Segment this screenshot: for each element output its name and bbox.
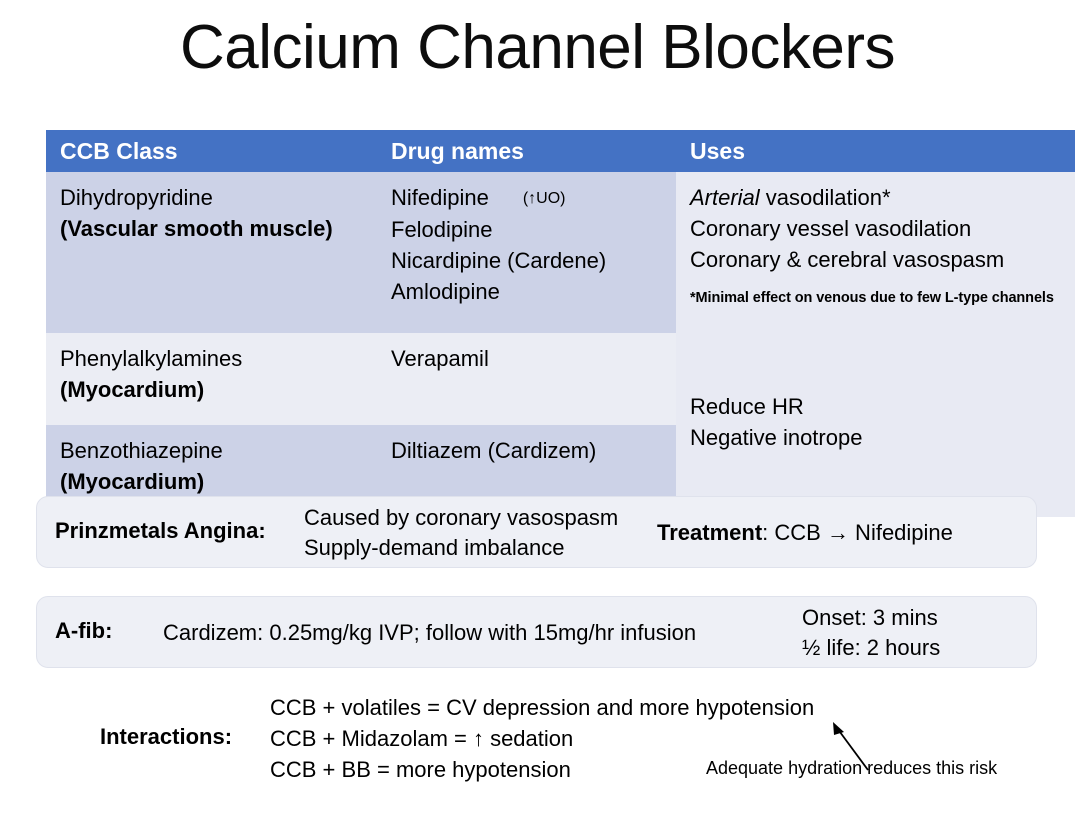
class-site-vascular-smooth-muscle: (Vascular smooth muscle) (60, 216, 333, 241)
drug-note-urine-output: (↑UO) (522, 190, 566, 207)
cell-drugs-phenylalkylamines: Verapamil (377, 333, 676, 425)
interaction-line-midazolam: CCB + Midazolam = ↑ sedation (270, 726, 574, 751)
column-header-uses: Uses (676, 130, 1075, 172)
prinzmetals-treatment-label: Treatment (657, 520, 763, 545)
drug-nicardipine: Nicardipine (Cardene) (391, 248, 607, 273)
drug-verapamil: Verapamil (391, 346, 489, 371)
uses-line-coronary-vessel: Coronary vessel vasodilation (690, 216, 972, 241)
uses-arterial-rest: vasodilation* (759, 185, 891, 210)
prinzmetals-causes: Caused by coronary vasospasm Supply-dema… (304, 503, 618, 563)
table-row: Dihydropyridine (Vascular smooth muscle)… (46, 172, 1075, 333)
hydration-annotation: Adequate hydration reduces this risk (706, 758, 998, 778)
cell-class-phenylalkylamines: Phenylalkylamines (Myocardium) (46, 333, 377, 425)
cell-uses-myocardium-merged: Reduce HR Negative inotrope (676, 333, 1075, 517)
prinzmetals-cause-line-2: Supply-demand imbalance (304, 535, 565, 560)
prinzmetals-angina-box: Prinzmetals Angina: Caused by coronary v… (36, 496, 1037, 568)
class-name-phenylalkylamines: Phenylalkylamines (60, 346, 243, 371)
afib-box: A-fib: Cardizem: 0.25mg/kg IVP; follow w… (36, 596, 1037, 668)
uses-footnote: *Minimal effect on venous due to few L-t… (690, 290, 1054, 306)
prinzmetals-cause-line-1: Caused by coronary vasospasm (304, 505, 619, 530)
interaction-line-volatiles: CCB + volatiles = CV depression and more… (270, 695, 815, 720)
afib-half-life: ½ life: 2 hours (802, 635, 941, 660)
drug-nifedipine: Nifedipine (391, 185, 489, 210)
class-name-benzothiazepine: Benzothiazepine (60, 438, 223, 463)
interaction-line-beta-blocker: CCB + BB = more hypotension (270, 757, 571, 782)
uses-line-reduce-hr: Reduce HR (690, 394, 804, 419)
uses-line-arterial-vasodilation: Arterial vasodilation* (690, 182, 1064, 213)
table-row: Phenylalkylamines (Myocardium) Verapamil… (46, 333, 1075, 517)
afib-dose: Cardizem: 0.25mg/kg IVP; follow with 15m… (163, 620, 697, 645)
uses-line-coronary-cerebral: Coronary & cerebral vasospasm (690, 247, 1005, 272)
table-header-row: CCB Class Drug names Uses (46, 130, 1075, 172)
ccb-table: CCB Class Drug names Uses Dihydropyridin… (46, 130, 1075, 517)
cell-class-dihydropyridine: Dihydropyridine (Vascular smooth muscle) (46, 172, 377, 333)
uses-emphasis-arterial: Arterial (690, 185, 760, 210)
afib-onset: Onset: 3 mins (802, 605, 938, 630)
uses-line-negative-inotrope: Negative inotrope (690, 425, 863, 450)
page-title: Calcium Channel Blockers (179, 13, 896, 82)
afib-label: A-fib: (55, 618, 113, 643)
column-header-drug-names: Drug names (377, 130, 676, 172)
prinzmetals-treatment: Treatment: CCB → Nifedipine (657, 518, 953, 548)
drug-row-nifedipine: Nifedipine (↑UO) (391, 182, 664, 214)
afib-onset-group: Onset: 3 mins ½ life: 2 hours (802, 603, 940, 663)
interactions-list: CCB + volatiles = CV depression and more… (270, 692, 814, 785)
prinzmetals-treatment-value: : CCB → Nifedipine (762, 520, 953, 545)
cell-drugs-dihydropyridine: Nifedipine (↑UO) Felodipine Nicardipine (… (377, 172, 676, 333)
class-name-dihydropyridine: Dihydropyridine (60, 185, 213, 210)
column-header-ccb-class: CCB Class (46, 130, 377, 172)
cell-uses-dihydropyridine: Arterial vasodilation* Coronary vessel v… (676, 172, 1075, 333)
annotation-arrow-icon (833, 722, 869, 771)
interactions-label: Interactions: (100, 724, 233, 749)
drug-amlodipine: Amlodipine (391, 279, 500, 304)
class-site-myocardium-2: (Myocardium) (60, 469, 205, 494)
class-site-myocardium-1: (Myocardium) (60, 377, 205, 402)
prinzmetals-label: Prinzmetals Angina: (55, 518, 266, 543)
drug-diltiazem: Diltiazem (Cardizem) (391, 438, 597, 463)
drug-felodipine: Felodipine (391, 217, 493, 242)
